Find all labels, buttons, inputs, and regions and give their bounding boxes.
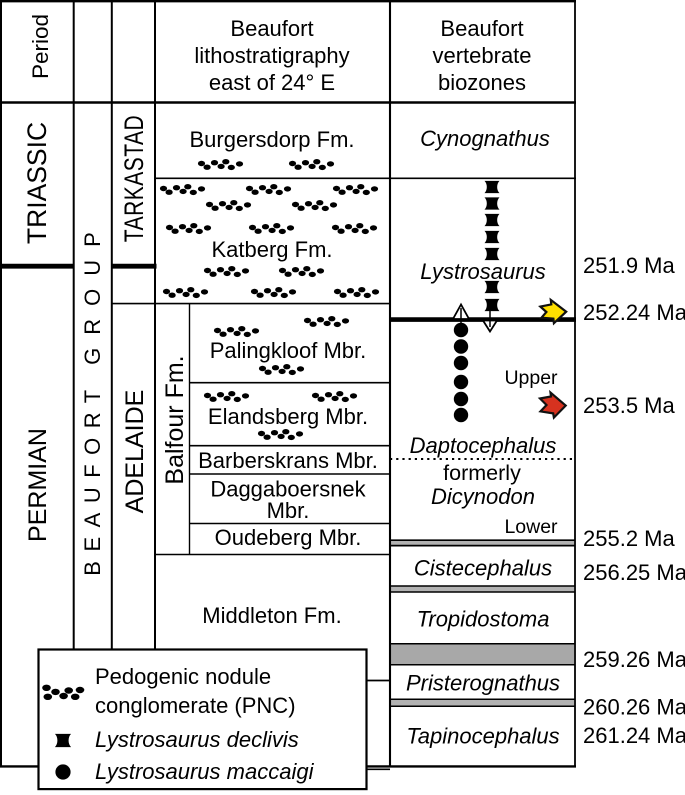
svg-text:260.26 Ma: 260.26 Ma [583,695,685,720]
svg-text:vertebrate: vertebrate [432,43,531,68]
svg-text:east of 24° E: east of 24° E [209,70,335,95]
svg-text:252.24 Ma: 252.24 Ma [583,300,685,325]
svg-text:Lower: Lower [504,516,558,538]
svg-text:Elandsberg Mbr.: Elandsberg Mbr. [208,404,368,429]
svg-text:Oudeberg Mbr.: Oudeberg Mbr. [215,525,362,550]
svg-text:Katberg Fm.: Katberg Fm. [211,237,332,262]
svg-text:Lystrosaurus declivis: Lystrosaurus declivis [95,727,299,752]
svg-text:Pristerognathus: Pristerognathus [406,671,560,696]
svg-text:TRIASSIC: TRIASSIC [22,122,52,244]
svg-text:Burgersdorp Fm.: Burgersdorp Fm. [189,127,354,152]
svg-text:Tapinocephalus: Tapinocephalus [406,724,559,749]
svg-text:BEAUFORT: BEAUFORT [80,380,105,575]
svg-text:Balfour Fm.: Balfour Fm. [161,355,189,484]
svg-text:Lystrosaurus: Lystrosaurus [420,259,546,284]
svg-text:261.24 Ma: 261.24 Ma [583,723,685,748]
svg-text:Daggaboersnek: Daggaboersnek [210,477,366,502]
svg-text:Mbr.: Mbr. [267,498,310,523]
svg-text:formerly: formerly [443,461,521,485]
svg-text:ADELAIDE: ADELAIDE [121,390,149,514]
svg-text:Lystrosaurus maccaigi: Lystrosaurus maccaigi [95,759,315,784]
svg-text:259.26 Ma: 259.26 Ma [583,647,685,672]
svg-text:255.2 Ma: 255.2 Ma [583,526,675,551]
svg-text:conglomerate (PNC): conglomerate (PNC) [95,693,296,718]
svg-text:251.9 Ma: 251.9 Ma [583,253,675,278]
svg-text:Upper: Upper [504,367,558,389]
svg-text:Cynognathus: Cynognathus [420,126,550,151]
svg-text:GROUP: GROUP [80,219,105,365]
svg-text:256.25 Ma: 256.25 Ma [583,560,685,585]
svg-text:Pedogenic nodule: Pedogenic nodule [95,664,271,689]
svg-text:Tropidostoma: Tropidostoma [417,607,550,632]
svg-text:biozones: biozones [438,70,526,95]
svg-text:Period: Period [28,14,53,79]
svg-text:Cistecephalus: Cistecephalus [414,556,552,581]
svg-text:Middleton Fm.: Middleton Fm. [202,603,341,628]
svg-text:Barberskrans Mbr.: Barberskrans Mbr. [198,448,378,473]
svg-text:PERMIAN: PERMIAN [24,428,52,542]
svg-text:Beaufort: Beaufort [440,16,523,41]
svg-text:Dicynodon: Dicynodon [431,484,535,509]
svg-text:253.5 Ma: 253.5 Ma [583,393,675,418]
svg-text:Palingkloof Mbr.: Palingkloof Mbr. [210,338,367,363]
svg-text:Beaufort: Beaufort [230,16,313,41]
svg-text:Daptocephalus: Daptocephalus [410,433,557,458]
svg-text:lithostratigraphy: lithostratigraphy [194,43,349,68]
svg-text:TARKASTAD: TARKASTAD [120,115,150,242]
